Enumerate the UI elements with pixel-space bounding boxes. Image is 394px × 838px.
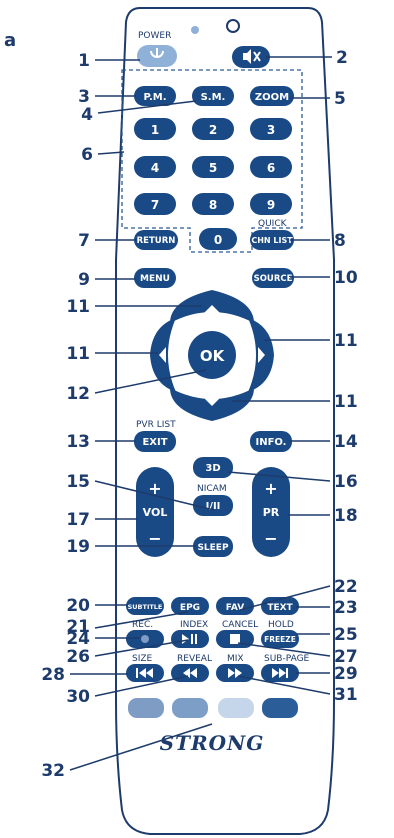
- three-d-label: 3D: [205, 463, 220, 474]
- digit-4-label: 4: [151, 161, 159, 175]
- callout-number-15: 15: [66, 472, 90, 492]
- pm-label: P.M.: [143, 92, 166, 103]
- callout-number-11b: 11: [66, 344, 90, 364]
- callout-number-2: 2: [336, 48, 348, 68]
- digit-2-label: 2: [209, 123, 217, 137]
- zoom-label: ZOOM: [255, 92, 289, 103]
- callout-number-16: 16: [334, 472, 358, 492]
- digit-8-label: 8: [209, 198, 217, 212]
- program-label: PR: [263, 506, 280, 519]
- callout-number-4: 4: [81, 105, 93, 125]
- volume-label: VOL: [143, 506, 168, 519]
- sleep-label: SLEEP: [197, 543, 229, 553]
- digit-9-label: 9: [267, 198, 275, 212]
- callout-number-20: 20: [66, 596, 90, 616]
- quick-sub-label: QUICK: [258, 219, 288, 229]
- program-plus-label: +: [264, 479, 277, 498]
- source-label: SOURCE: [254, 274, 293, 284]
- callout-number-18: 18: [334, 506, 358, 526]
- index-sub-label: INDEX: [180, 620, 208, 630]
- brand-logo: STRONG: [160, 731, 265, 755]
- chn-list-label: CHN LIST: [251, 236, 293, 245]
- red-key[interactable]: [128, 698, 164, 718]
- volume-minus-label: −: [148, 529, 161, 548]
- menu-label: MENU: [140, 274, 170, 284]
- yellow-key[interactable]: [218, 698, 254, 718]
- cancel-sub-label: CANCEL: [222, 620, 258, 630]
- digit-1-label: 1: [151, 123, 159, 137]
- callout-number-17: 17: [66, 510, 90, 530]
- hold-sub-label: HOLD: [268, 620, 294, 630]
- callout-number-32: 32: [41, 761, 65, 781]
- reveal-sub-label: REVEAL: [177, 654, 212, 664]
- callout-number-31: 31: [334, 685, 358, 705]
- digit-5-label: 5: [209, 161, 217, 175]
- play-pause-button[interactable]: [171, 630, 209, 648]
- size-sub-label: SIZE: [132, 654, 153, 664]
- callout-number-5: 5: [334, 89, 346, 109]
- epg-label: EPG: [180, 603, 200, 613]
- subtitle-label: SUBTITLE: [128, 603, 163, 611]
- power-sub-label: POWER: [138, 31, 171, 41]
- mix-sub-label: MIX: [227, 654, 244, 664]
- digit-7-label: 7: [151, 198, 159, 212]
- callout-number-13: 13: [66, 432, 90, 452]
- sub-page-sub-label: SUB-PAGE: [264, 654, 310, 664]
- digit-3-label: 3: [267, 123, 275, 137]
- led-indicator: [191, 26, 199, 34]
- callout-number-30: 30: [66, 687, 90, 707]
- callout-number-10: 10: [334, 268, 358, 288]
- record-icon: [141, 635, 149, 643]
- callout-number-9: 9: [78, 270, 90, 290]
- callout-number-11a: 11: [66, 297, 90, 317]
- callout-number-24: 24: [66, 629, 90, 649]
- text-label: TEXT: [267, 603, 293, 613]
- callout-number-11d: 11: [334, 392, 358, 412]
- return-label: RETURN: [137, 236, 176, 246]
- callout-number-3: 3: [78, 87, 90, 107]
- info-label: INFO.: [255, 437, 286, 448]
- callout-number-29: 29: [334, 664, 358, 684]
- sm-label: S.M.: [201, 92, 226, 103]
- callout-number-12: 12: [66, 384, 90, 404]
- digit-0-label: 0: [214, 233, 222, 247]
- pvr-list-sub-label: PVR LIST: [136, 420, 176, 430]
- callout-number-7: 7: [78, 231, 90, 251]
- callout-number-28: 28: [41, 665, 65, 685]
- green-key[interactable]: [172, 698, 208, 718]
- blue-key[interactable]: [262, 698, 298, 718]
- callout-number-22: 22: [334, 577, 358, 597]
- exit-label: EXIT: [142, 437, 167, 448]
- digit-6-label: 6: [267, 161, 275, 175]
- nicam-sub-label: NICAM: [197, 484, 227, 494]
- callout-number-19: 19: [66, 537, 90, 557]
- callout-number-14: 14: [334, 432, 358, 452]
- figure-letter: a: [4, 30, 16, 51]
- freeze-label: FREEZE: [264, 635, 296, 644]
- callout-number-25: 25: [334, 625, 358, 645]
- callout-number-26: 26: [66, 647, 90, 667]
- ir-sensor: [227, 20, 239, 32]
- callout-number-1: 1: [78, 51, 90, 71]
- callout-number-6: 6: [81, 145, 93, 165]
- ok-label: OK: [200, 347, 226, 365]
- callout-number-23: 23: [334, 598, 358, 618]
- callout-number-8: 8: [334, 231, 346, 251]
- fav-label: FAV: [226, 603, 244, 613]
- program-minus-label: −: [264, 529, 277, 548]
- callout-number-11c: 11: [334, 331, 358, 351]
